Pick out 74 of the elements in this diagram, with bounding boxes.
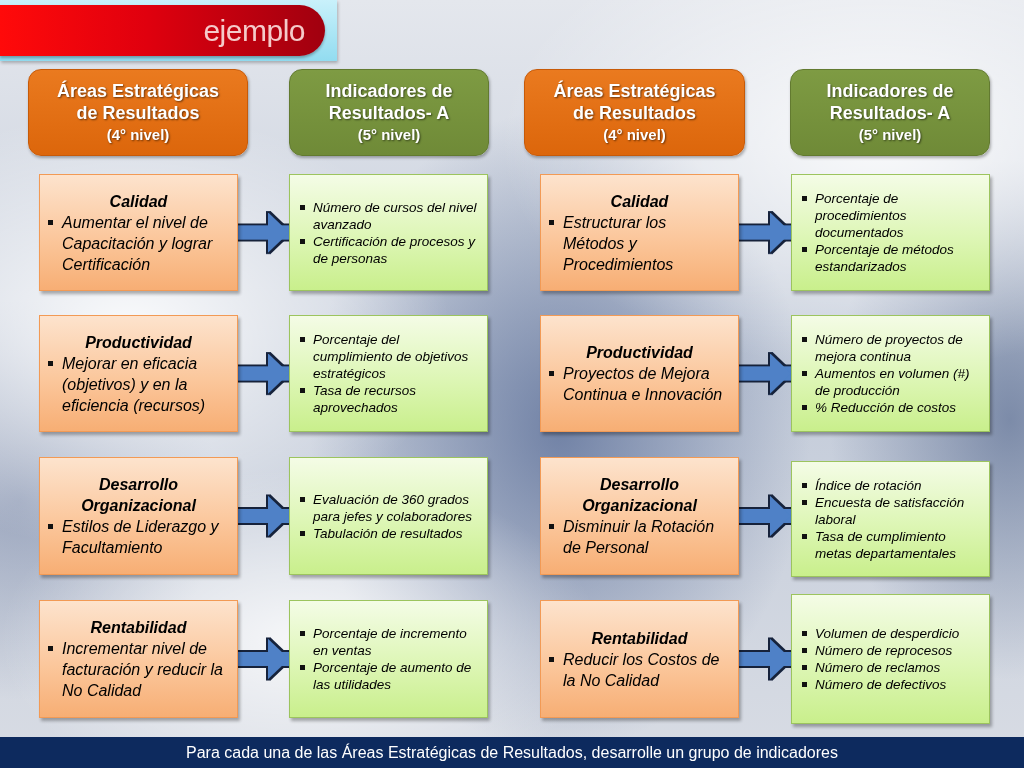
area-heading: Rentabilidad [591, 628, 688, 649]
indicator-text: Tasa de cumplimiento metas departamentales [815, 527, 958, 562]
block-arrow [238, 353, 289, 394]
area-heading: Productividad [586, 343, 693, 363]
area-heading: Calidad [610, 191, 669, 212]
indicator-text: % Reducción de costos [815, 399, 957, 416]
indicator-text: Porcentaje de incremento en ventas [313, 625, 468, 659]
area-heading: Desarrollo Organizacional [581, 475, 699, 516]
header-title: Indicadores de Resultados- A [324, 80, 454, 124]
level-label: (4° nivel) [603, 125, 666, 145]
block-arrow [739, 639, 791, 679]
indicator-text: Porcentaje del cumplimiento de objetivos estratégicos [313, 331, 470, 382]
objective-box [540, 174, 739, 291]
block-arrow [739, 353, 791, 394]
indicator-text: Volumen de desperdicio [815, 625, 960, 642]
block-arrow [238, 496, 289, 536]
indicator-text: Evaluación de 360 grados para jefes y colaboradores [313, 490, 474, 525]
indicator-box [289, 174, 488, 291]
indicator-box [289, 315, 488, 432]
area-heading: Productividad [85, 332, 192, 353]
block-arrow [238, 212, 289, 253]
objective-text: Reducir los Costos de la No Calidad [563, 649, 721, 691]
block-arrow [739, 496, 791, 536]
objective-text: Estilos de Liderazgo y Facultamiento [62, 517, 220, 558]
objective-text: Disminuir la Rotación de Personal [563, 517, 716, 558]
header-title: Áreas Estratégicas de Resultados [55, 80, 221, 124]
block-arrow [739, 212, 791, 253]
level-label: (4° nivel) [106, 125, 170, 145]
area-heading: Rentabilidad [90, 618, 187, 638]
title-text: ejemplo [203, 12, 305, 49]
indicator-text: Certificación de procesos y de personas [313, 232, 477, 267]
indicator-box [289, 457, 488, 575]
indicator-text: Número de reprocesos [815, 642, 953, 659]
objective-box [39, 457, 238, 575]
indicator-box [791, 174, 990, 291]
objective-text: Aumentar el nivel de Capacitación y lograr Certificación [62, 212, 214, 275]
area-header-box [28, 69, 248, 156]
area-heading: Calidad [109, 191, 168, 212]
indicator-text: Porcentaje de procedimientos documentados [815, 190, 908, 241]
indicator-text: Encuesta de satisfacción laboral [815, 493, 966, 528]
objective-box [39, 315, 238, 432]
caption-text: Para cada una de las Áreas Estratégicas de Resultados, desarrolle un grupo de indicadores [186, 742, 838, 763]
objective-box [39, 174, 238, 291]
objective-text: Proyectos de Mejora Continua e Innovación [563, 364, 724, 405]
indicator-box [791, 461, 990, 577]
header-title: Áreas Estratégicas de Resultados [552, 80, 717, 124]
indicator-box [791, 594, 990, 724]
indicator-box [289, 600, 488, 718]
objective-box [540, 600, 739, 718]
indicator-text: Porcentaje de métodos estandarizados [815, 241, 955, 275]
header-title: Indicadores de Resultados- A [825, 80, 955, 124]
objective-box [39, 600, 238, 718]
objective-text: Incrementar nivel de facturación y reducir la No Calidad [62, 639, 224, 701]
indicator-text: Número de reclamos [815, 659, 941, 676]
indicator-header-box [790, 69, 990, 156]
indicator-box [791, 315, 990, 432]
area-header-box [524, 69, 745, 156]
indicator-text: Índice de rotación [815, 476, 922, 494]
indicator-text: Porcentaje de aumento de las utilidades [313, 659, 473, 693]
indicator-text: Tabulación de resultados [313, 524, 463, 542]
objective-text: Estructurar los Métodos y Procedimientos [563, 212, 675, 275]
indicator-text: Número de cursos del nivel avanzado [313, 198, 478, 233]
indicator-header-box [289, 69, 489, 156]
level-label: (5° nivel) [357, 125, 421, 145]
area-heading: Desarrollo Organizacional [80, 475, 198, 516]
level-label: (5° nivel) [858, 125, 922, 145]
block-arrow [238, 639, 289, 679]
objective-box [540, 315, 739, 432]
objective-text: Mejorar en eficacia (objetivos) y en la eficiencia (recursos) [62, 353, 207, 416]
indicator-text: Aumentos en volumen (#) de producción [815, 365, 971, 399]
indicator-text: Número de proyectos de mejora continua [815, 331, 964, 365]
indicator-text: Número de defectivos [815, 676, 947, 693]
indicator-text: Tasa de recursos aprovechados [313, 382, 418, 416]
objective-box [540, 457, 739, 575]
